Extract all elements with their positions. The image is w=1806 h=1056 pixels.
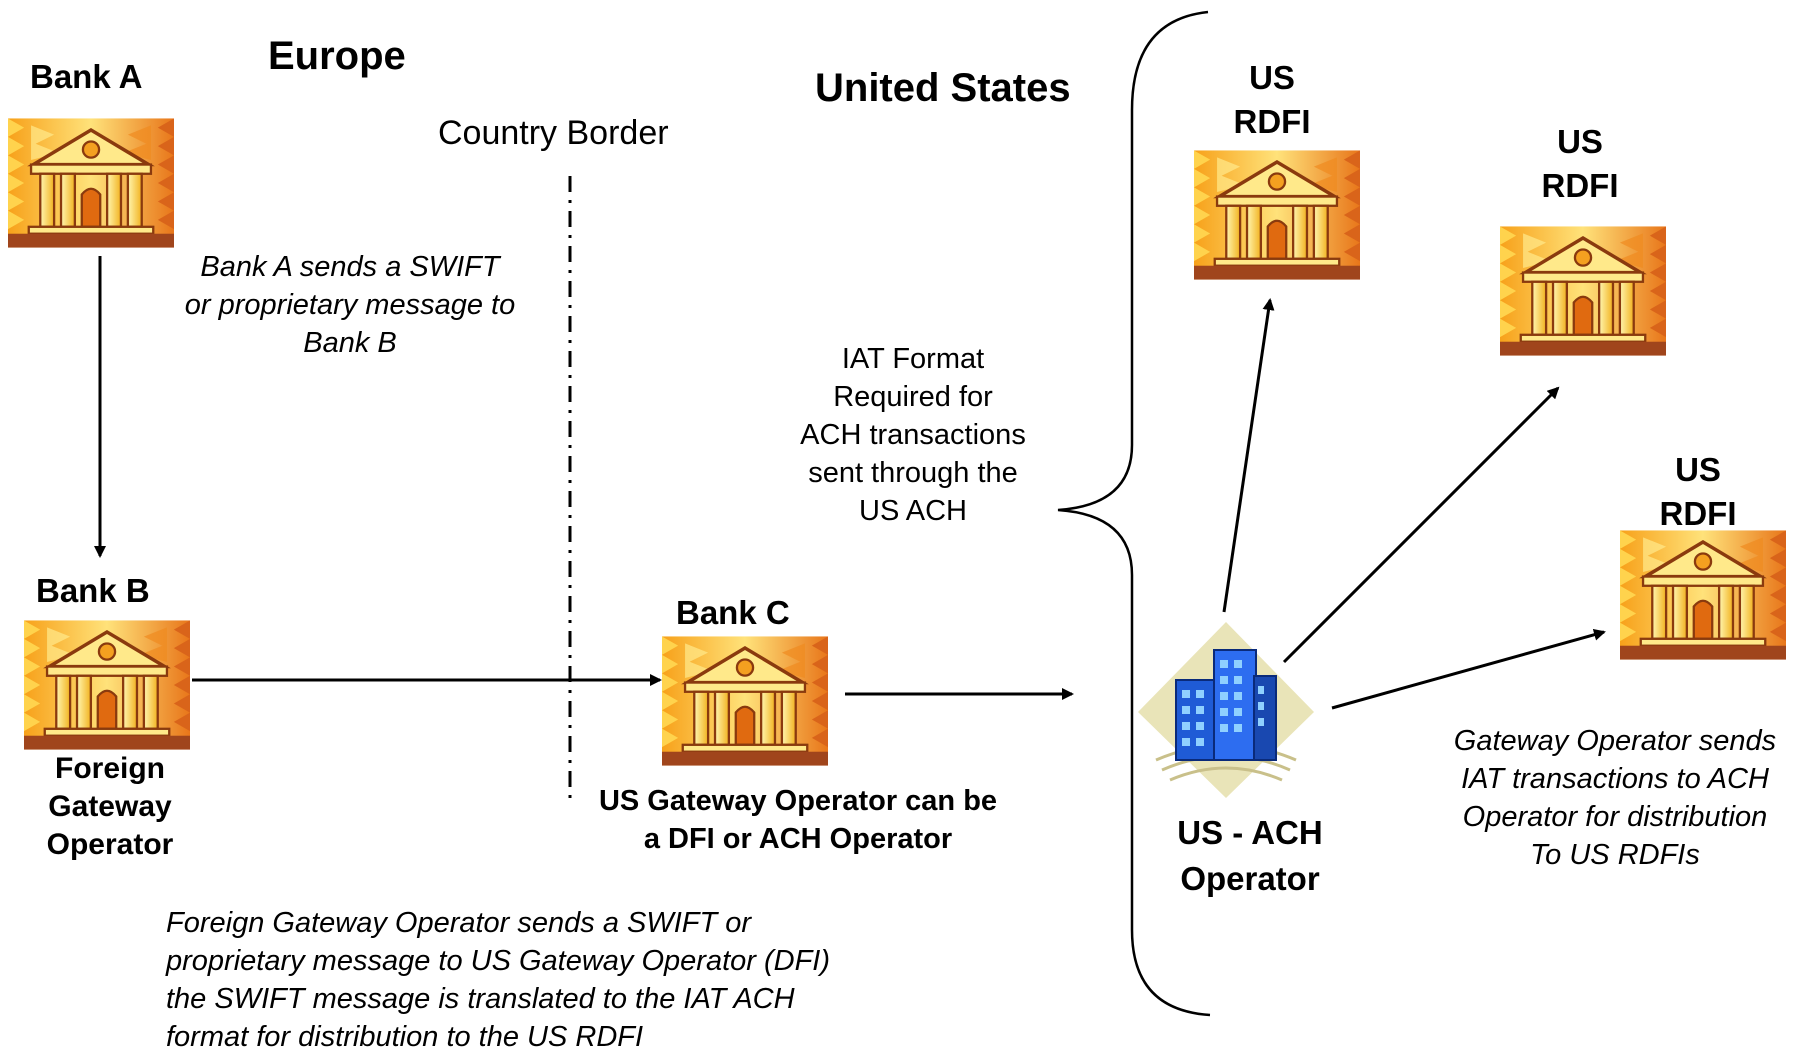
bank-building-icon bbox=[24, 620, 190, 750]
label-line: US - ACH bbox=[1177, 814, 1323, 851]
note-line: To US RDFIs bbox=[1530, 839, 1700, 871]
bank-building-icon bbox=[1500, 226, 1666, 356]
note-line: format for distribution to the US RDFI bbox=[166, 1021, 644, 1053]
arrow-ach-to-rdfi-3 bbox=[1331, 628, 1606, 710]
note-line: or proprietary message to bbox=[184, 289, 516, 321]
label-line: RDFI bbox=[1659, 495, 1737, 532]
note-line: Operator for distribution bbox=[1462, 801, 1768, 833]
label-line: RDFI bbox=[1233, 103, 1311, 140]
bank-c-label: Bank C bbox=[676, 594, 790, 631]
label-line: US Gateway Operator can be bbox=[598, 785, 998, 817]
label-line: Gateway bbox=[48, 790, 172, 823]
ach-operator-label: US - ACH Operator bbox=[1150, 810, 1350, 902]
note-line: sent through the bbox=[808, 457, 1018, 489]
note-line: the SWIFT message is translated to the I… bbox=[166, 983, 795, 1015]
note-foreign-gateway-sends: Foreign Gateway Operator sends a SWIFT o… bbox=[166, 904, 830, 1056]
note-bank-a-sends: Bank A sends a SWIFT or proprietary mess… bbox=[160, 248, 540, 362]
note-line: Gateway Operator sends bbox=[1453, 725, 1777, 757]
label-line: a DFI or ACH Operator bbox=[643, 823, 953, 855]
note-line: ACH transactions bbox=[800, 419, 1026, 451]
us-bracket bbox=[1057, 10, 1211, 1017]
note-line: US ACH bbox=[859, 495, 967, 527]
note-gateway-operator-sends: Gateway Operator sends IAT transactions … bbox=[1430, 722, 1800, 874]
note-line: proprietary message to US Gateway Operat… bbox=[166, 945, 831, 977]
arrow-ach-to-rdfi-2 bbox=[1282, 386, 1560, 664]
bank-b-label: Bank B bbox=[36, 572, 150, 609]
rdfi-2-label: US RDFI bbox=[1520, 120, 1640, 208]
region-europe: Europe bbox=[268, 34, 406, 78]
label-line: Operator bbox=[46, 828, 174, 861]
bank-building-icon bbox=[662, 636, 828, 766]
region-united-states: United States bbox=[815, 66, 1071, 110]
note-line: IAT transactions to ACH bbox=[1461, 763, 1769, 795]
arrow-ach-to-rdfi-1 bbox=[1222, 298, 1275, 613]
note-line: Bank B bbox=[303, 327, 397, 359]
note-iat-format: IAT Format Required for ACH transactions… bbox=[770, 340, 1056, 530]
bank-a-label: Bank A bbox=[30, 58, 143, 95]
note-line: Required for bbox=[833, 381, 993, 413]
label-line: US bbox=[1557, 123, 1603, 160]
label-line: Foreign bbox=[55, 752, 165, 785]
rdfi-3-label: US RDFI bbox=[1638, 448, 1758, 536]
note-line: Bank A sends a SWIFT bbox=[200, 251, 500, 283]
bank-building-icon bbox=[1620, 530, 1786, 660]
country-border-label: Country Border bbox=[438, 114, 669, 152]
bank-building-icon bbox=[8, 118, 174, 248]
foreign-gateway-label: Foreign Gateway Operator bbox=[30, 750, 190, 864]
us-gateway-note: US Gateway Operator can be a DFI or ACH … bbox=[570, 782, 1026, 858]
bank-building-icon bbox=[1194, 150, 1360, 280]
label-line: US bbox=[1249, 59, 1295, 96]
label-line: RDFI bbox=[1541, 167, 1619, 204]
rdfi-1-label: US RDFI bbox=[1212, 56, 1332, 144]
office-buildings-icon bbox=[1138, 622, 1314, 798]
label-line: Operator bbox=[1180, 860, 1320, 897]
note-line: IAT Format bbox=[841, 343, 985, 375]
label-line: US bbox=[1675, 451, 1721, 488]
note-line: Foreign Gateway Operator sends a SWIFT o… bbox=[166, 907, 752, 939]
